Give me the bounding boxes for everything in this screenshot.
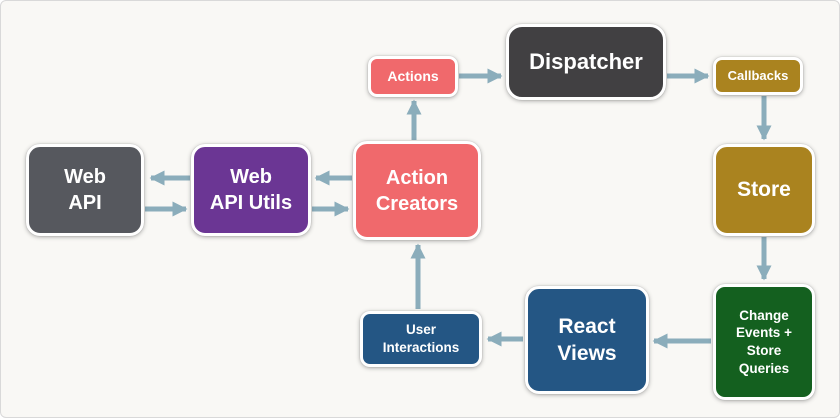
node-action-creators-label: Action Creators	[375, 166, 459, 215]
node-dispatcher: Dispatcher	[506, 24, 666, 100]
node-web-api-utils-label: Web API Utils	[209, 166, 293, 214]
node-change-events-store-queries: Change Events + Store Queries	[713, 284, 815, 400]
node-callbacks-label: Callbacks	[727, 67, 789, 83]
node-web-api-utils: Web API Utils	[191, 144, 311, 236]
node-action-creators: Action Creators	[353, 141, 481, 240]
node-actions: Actions	[368, 56, 458, 97]
node-dispatcher-label: Dispatcher	[529, 48, 643, 74]
node-user-interactions-label: User Interactions	[382, 322, 460, 355]
node-callbacks: Callbacks	[713, 57, 803, 95]
node-react-views: React Views	[525, 286, 649, 394]
node-actions-label: Actions	[387, 68, 439, 85]
node-store-label: Store	[737, 178, 791, 202]
node-react-views-label: React Views	[557, 314, 617, 365]
node-store: Store	[713, 144, 815, 236]
node-web-api-label: Web API	[64, 166, 106, 214]
node-web-api: Web API	[26, 144, 144, 236]
node-change-events-store-queries-label: Change Events + Store Queries	[736, 307, 792, 376]
node-user-interactions: User Interactions	[360, 311, 482, 367]
